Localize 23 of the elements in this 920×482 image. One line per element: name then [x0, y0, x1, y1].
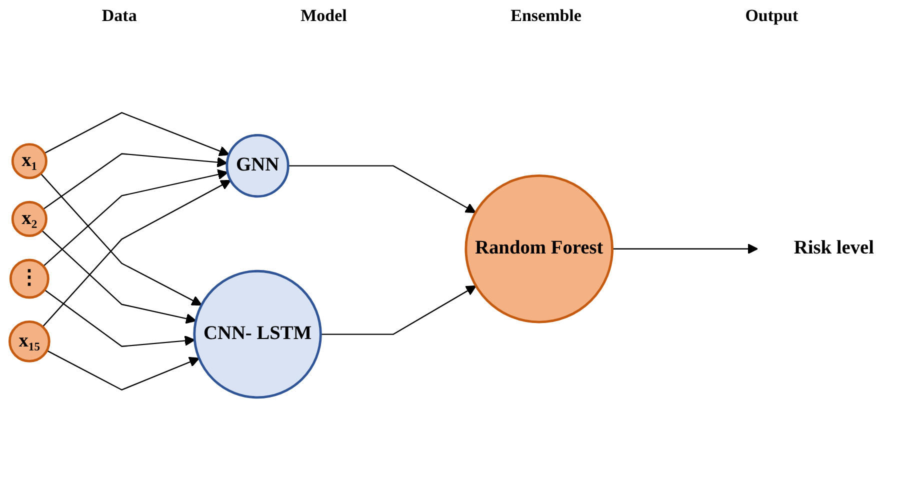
node-circle: Random Forest [464, 174, 614, 324]
node-circle: ⋮ [9, 258, 50, 299]
arrow [40, 173, 202, 306]
arrow [41, 230, 196, 324]
arrow [44, 112, 230, 156]
arrow [612, 243, 758, 254]
column-heading: Data [102, 6, 137, 27]
column-heading: Output [745, 6, 798, 27]
node-circle: x₁₅ [8, 320, 50, 362]
node-circle: CNN- LSTM [193, 270, 322, 399]
arrow [46, 350, 200, 390]
arrow [42, 169, 228, 267]
arrow [320, 285, 476, 335]
arrow [42, 153, 228, 210]
node-circle: x₁ [11, 143, 48, 180]
arrow [288, 165, 476, 214]
node-circle: x₂ [11, 200, 48, 237]
arrow [44, 289, 196, 347]
node-circle: GNN [226, 134, 290, 198]
column-heading: Model [300, 6, 347, 27]
arrow [42, 180, 232, 328]
node-text: Risk level [794, 238, 874, 258]
column-heading: Ensemble [510, 6, 582, 27]
